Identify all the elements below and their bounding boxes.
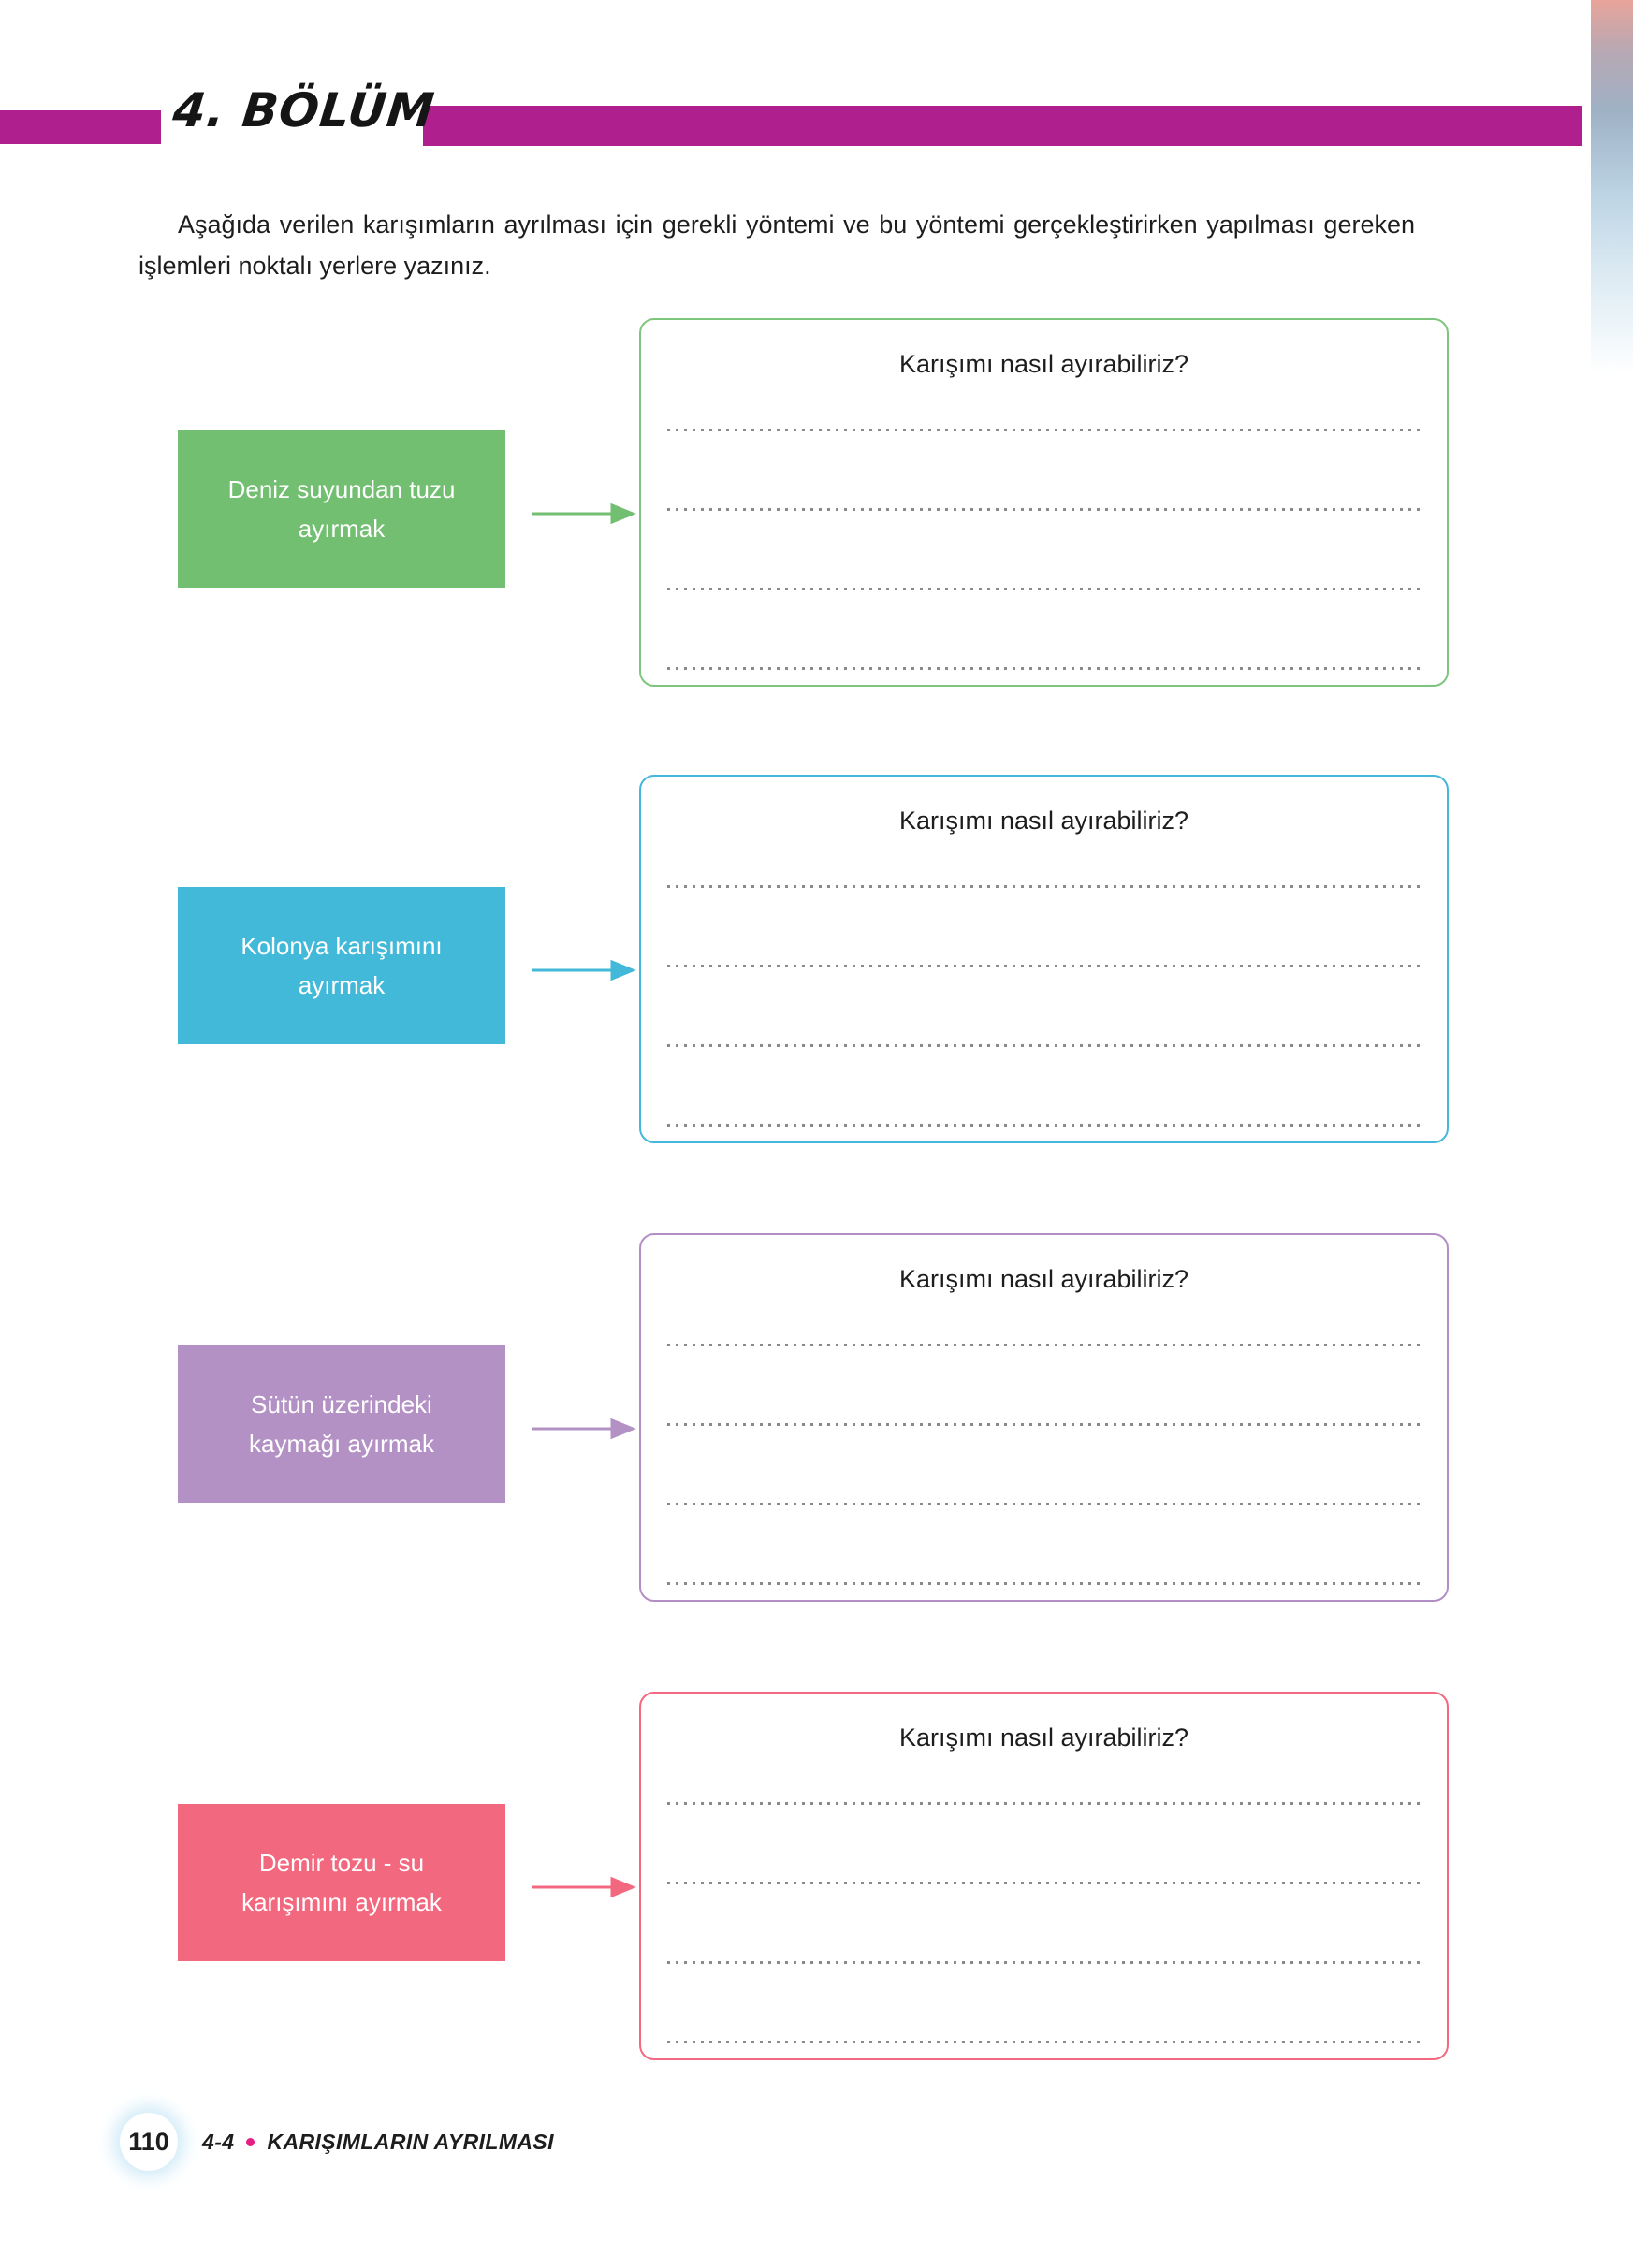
arrow-icon bbox=[532, 502, 636, 526]
answer-box-question: Karışımı nasıl ayırabiliriz? bbox=[898, 1723, 1189, 1752]
answer-writing-lines[interactable] bbox=[667, 1344, 1421, 1585]
answer-box[interactable]: Karışımı nasıl ayırabiliriz? bbox=[639, 1233, 1449, 1602]
footer-section: 4-4 KARIŞIMLARIN AYRILMASI bbox=[202, 2130, 554, 2155]
answer-writing-lines[interactable] bbox=[667, 429, 1421, 670]
arrow-icon bbox=[532, 958, 636, 982]
writing-line[interactable] bbox=[667, 588, 1421, 590]
mixture-label-ticket: Sütün üzerindeki kaymağı ayırmak bbox=[178, 1345, 505, 1503]
page-edge-decoration bbox=[1591, 0, 1633, 374]
answer-box[interactable]: Karışımı nasıl ayırabiliriz? bbox=[639, 1692, 1449, 2060]
writing-line[interactable] bbox=[667, 2041, 1421, 2043]
header-bar-left bbox=[0, 110, 161, 144]
page-number: 110 bbox=[120, 2113, 178, 2171]
answer-box[interactable]: Karışımı nasıl ayırabiliriz? bbox=[639, 318, 1449, 687]
writing-line[interactable] bbox=[667, 1503, 1421, 1505]
arrow-icon bbox=[532, 1417, 636, 1441]
answer-writing-lines[interactable] bbox=[667, 1802, 1421, 2043]
answer-box-question: Karışımı nasıl ayırabiliriz? bbox=[898, 807, 1189, 835]
writing-line[interactable] bbox=[667, 429, 1421, 431]
mixture-label-ticket: Demir tozu - su karışımını ayırmak bbox=[178, 1804, 505, 1961]
footer-section-number: 4-4 bbox=[202, 2129, 235, 2154]
writing-line[interactable] bbox=[667, 508, 1421, 511]
chapter-title: 4. BÖLÜM bbox=[168, 70, 437, 151]
writing-line[interactable] bbox=[667, 667, 1421, 670]
writing-line[interactable] bbox=[667, 1961, 1421, 1964]
mixture-label-ticket: Deniz suyundan tuzu ayırmak bbox=[178, 430, 505, 588]
worksheet-row: Kolonya karışımını ayırmak Karışımı nası… bbox=[0, 775, 1582, 1149]
mixture-label-text: Deniz suyundan tuzu ayırmak bbox=[227, 475, 456, 543]
worksheet-row: Demir tozu - su karışımını ayırmak Karış… bbox=[0, 1692, 1582, 2066]
instruction-text: Aşağıda verilen karışımların ayrılması i… bbox=[139, 211, 1415, 280]
worksheet-row: Sütün üzerindeki kaymağı ayırmak Karışım… bbox=[0, 1233, 1582, 1607]
mixture-label-text: Demir tozu - su karışımını ayırmak bbox=[241, 1849, 442, 1916]
page-footer: 110 4-4 KARIŞIMLARIN AYRILMASI bbox=[120, 2113, 554, 2171]
worksheet-row: Deniz suyundan tuzu ayırmak Karışımı nas… bbox=[0, 318, 1582, 692]
header-bar-right bbox=[423, 106, 1582, 146]
writing-line[interactable] bbox=[667, 1344, 1421, 1346]
bullet-icon bbox=[246, 2137, 255, 2146]
answer-box-question: Karışımı nasıl ayırabiliriz? bbox=[898, 1265, 1189, 1293]
answer-box[interactable]: Karışımı nasıl ayırabiliriz? bbox=[639, 775, 1449, 1143]
arrow-icon bbox=[532, 1875, 636, 1899]
writing-line[interactable] bbox=[667, 885, 1421, 888]
writing-line[interactable] bbox=[667, 1044, 1421, 1047]
answer-box-question: Karışımı nasıl ayırabiliriz? bbox=[898, 350, 1189, 378]
answer-writing-lines[interactable] bbox=[667, 885, 1421, 1127]
mixture-label-text: Sütün üzerindeki kaymağı ayırmak bbox=[249, 1390, 434, 1458]
mixture-label-text: Kolonya karışımını ayırmak bbox=[241, 932, 443, 999]
writing-line[interactable] bbox=[667, 1882, 1421, 1884]
writing-line[interactable] bbox=[667, 965, 1421, 967]
writing-line[interactable] bbox=[667, 1423, 1421, 1426]
writing-line[interactable] bbox=[667, 1582, 1421, 1585]
writing-line[interactable] bbox=[667, 1802, 1421, 1805]
chapter-header: 4. BÖLÜM bbox=[0, 70, 1582, 151]
mixture-label-ticket: Kolonya karışımını ayırmak bbox=[178, 887, 505, 1044]
writing-line[interactable] bbox=[667, 1124, 1421, 1127]
footer-section-title: KARIŞIMLARIN AYRILMASI bbox=[267, 2129, 554, 2154]
